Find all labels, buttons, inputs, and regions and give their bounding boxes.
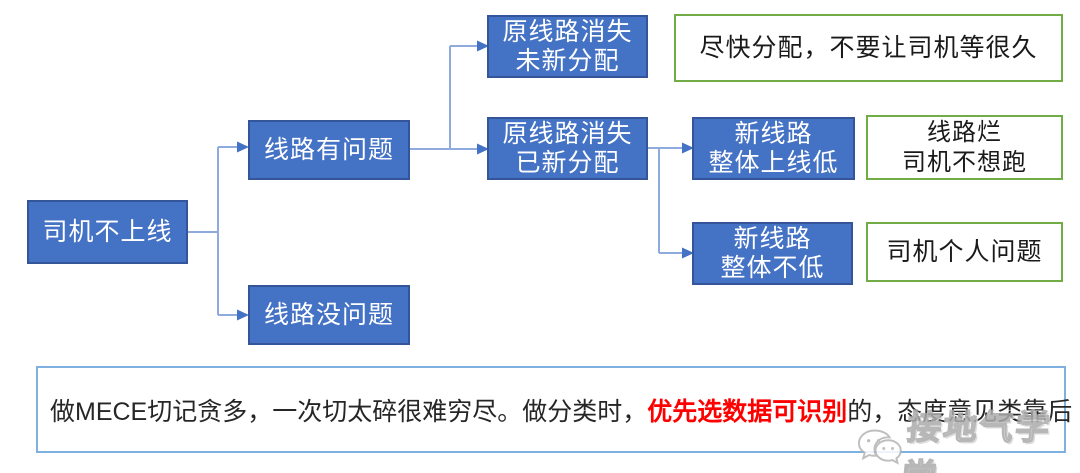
- node-label-line2: 已新分配: [515, 148, 620, 177]
- node-route-no-problem: 线路没问题: [248, 285, 410, 345]
- summary-text-suffix: 的，态度意见类靠后: [847, 397, 1073, 426]
- note-label-line1: 线路烂: [927, 118, 1002, 146]
- note-label-line2: 司机不想跑: [902, 148, 1027, 176]
- node-driver-offline: 司机不上线: [27, 200, 188, 264]
- summary-text-prefix: 做MECE切记贪多，一次切太碎很难穷尽。做分类时，: [50, 397, 648, 426]
- node-label-line2: 整体不低: [720, 253, 825, 282]
- summary-note: 做MECE切记贪多，一次切太碎很难穷尽。做分类时，优先选数据可识别的，态度意见类…: [36, 366, 1072, 453]
- node-route-lost-reassigned: 原线路消失 已新分配: [487, 117, 648, 180]
- note-label: 尽快分配，不要让司机等很久: [699, 34, 1038, 62]
- node-label-line1: 原线路消失: [502, 119, 633, 148]
- node-label: 线路没问题: [263, 300, 394, 329]
- node-label-line1: 新线路: [734, 119, 813, 148]
- node-new-route-not-low: 新线路 整体不低: [692, 222, 853, 285]
- node-route-lost-not-reassigned: 原线路消失 未新分配: [487, 15, 648, 78]
- node-route-has-problem: 线路有问题: [248, 120, 410, 180]
- node-label: 线路有问题: [263, 135, 394, 164]
- note-driver-personal-issue: 司机个人问题: [866, 222, 1063, 282]
- node-label: 司机不上线: [42, 217, 173, 246]
- connector-root-to-branches: [188, 146, 238, 316]
- note-label: 司机个人问题: [886, 238, 1043, 266]
- connector-reassigned-to-newroute: [648, 147, 683, 254]
- connector-problem-to-lost: [410, 45, 478, 150]
- node-new-route-low-online: 新线路 整体上线低: [692, 117, 855, 180]
- summary-text-highlight: 优先选数据可识别: [647, 397, 848, 426]
- node-label-line1: 新线路: [733, 224, 812, 253]
- note-assign-quickly: 尽快分配，不要让司机等很久: [674, 14, 1063, 82]
- node-label-line2: 未新分配: [515, 46, 620, 75]
- note-bad-route: 线路烂 司机不想跑: [866, 115, 1063, 180]
- node-label-line2: 整体上线低: [708, 148, 839, 177]
- node-label-line1: 原线路消失: [502, 17, 633, 46]
